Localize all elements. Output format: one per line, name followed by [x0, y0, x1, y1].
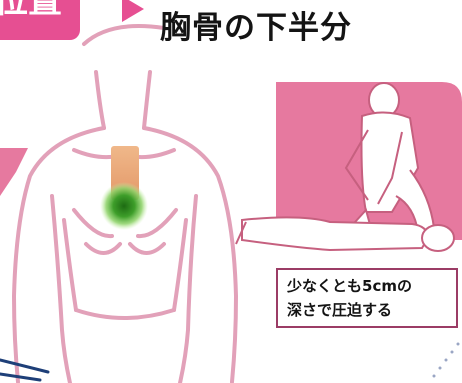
- page-title: 胸骨の下半分: [160, 10, 352, 46]
- compression-point-icon: [100, 182, 148, 230]
- torso-outline: [12, 24, 238, 383]
- patient-figure: [235, 216, 455, 252]
- dotted-corner-decoration: [432, 342, 460, 378]
- compression-depth-caption: 少なくとも5cmの 深さで圧迫する: [276, 268, 458, 328]
- caption-line-2: 深さで圧迫する: [287, 301, 393, 319]
- triangle-right-icon: [122, 0, 144, 22]
- decorative-arrow-icon: [0, 358, 50, 382]
- position-badge: 位置: [0, 0, 80, 40]
- position-badge-label: 位置: [0, 0, 62, 21]
- caption-line-1: 少なくとも5cmの: [287, 277, 412, 295]
- left-pink-band: [0, 148, 28, 196]
